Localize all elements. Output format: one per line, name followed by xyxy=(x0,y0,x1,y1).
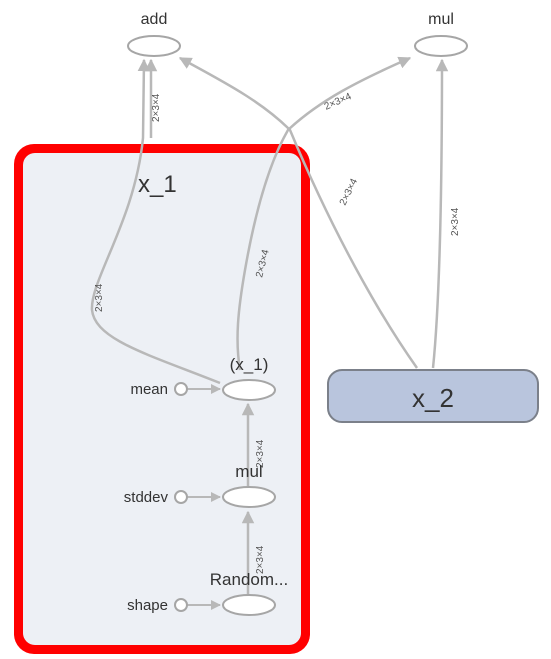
add-node[interactable] xyxy=(127,35,181,57)
edge-shape-label: 2×3×4 xyxy=(338,177,361,208)
edge-x1-to-add-left xyxy=(90,58,221,385)
x2-node[interactable] xyxy=(327,369,539,423)
random-label: Random... xyxy=(210,570,288,589)
x1-group-box[interactable] xyxy=(23,153,301,645)
stddev-label: stddev xyxy=(124,489,169,506)
add-label: add xyxy=(141,11,168,28)
edge-x2-to-mul xyxy=(431,58,449,369)
x2-label: x_2 xyxy=(412,383,454,413)
mul-top-label: mul xyxy=(428,11,454,28)
x1-group-label: x_1 xyxy=(138,171,177,198)
edge-x1-to-mul xyxy=(236,56,412,371)
shape-label: shape xyxy=(127,597,168,614)
mean-const-node[interactable] xyxy=(174,382,188,396)
stddev-const-node[interactable] xyxy=(174,490,188,504)
mul-inner-node[interactable] xyxy=(222,486,276,508)
edge-shape-label: 2×3×4 xyxy=(450,207,461,236)
edge-shape-label: 2×3×4 xyxy=(255,545,266,574)
x1-op-label: (x_1) xyxy=(230,355,269,374)
edge-shape-label: 2×3×4 xyxy=(255,439,266,468)
random-node[interactable] xyxy=(222,594,276,616)
mul-top-node[interactable] xyxy=(414,35,468,57)
mean-label: mean xyxy=(130,381,168,398)
mul-inner-label: mul xyxy=(235,462,262,481)
edge-x2-to-add xyxy=(178,56,419,369)
edge-shape-label: 2×3×4 xyxy=(94,283,105,312)
edge-shape-label: 2×3×4 xyxy=(151,93,162,122)
shape-const-node[interactable] xyxy=(174,598,188,612)
x1-op-node[interactable] xyxy=(222,379,276,401)
